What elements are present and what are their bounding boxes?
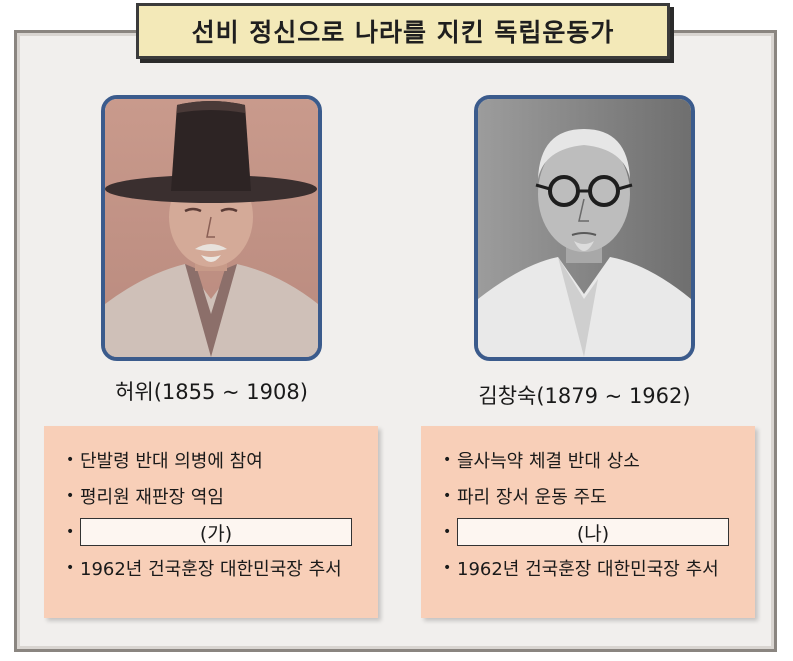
item-text: 평리원 재판장 역임 (80, 487, 224, 508)
portrait-heo-wi-image (105, 99, 318, 357)
list-item: • 단발령 반대 의병에 참여 (66, 442, 378, 478)
bullet: • (66, 488, 75, 504)
portrait-kim-chang-suk-image (478, 99, 691, 357)
portrait-heo-wi (101, 95, 322, 361)
list-item: • 1962년 건국훈장 대한민국장 추서 (66, 550, 378, 586)
bullet: • (443, 560, 452, 576)
blank-box-ga: (가) (80, 518, 352, 546)
item-text: 1962년 건국훈장 대한민국장 추서 (457, 559, 719, 580)
page-title: 선비 정신으로 나라를 지킨 독립운동가 (136, 3, 670, 59)
item-text: 을사늑약 체결 반대 상소 (457, 451, 640, 472)
list-item: • 1962년 건국훈장 대한민국장 추서 (443, 550, 755, 586)
list-item: • (나) (443, 514, 755, 550)
portrait-kim-chang-suk (474, 95, 695, 361)
bullet: • (443, 524, 452, 540)
item-text: 단발령 반대 의병에 참여 (80, 451, 263, 472)
bullet: • (443, 452, 452, 468)
info-card-kim-chang-suk: • 을사늑약 체결 반대 상소 • 파리 장서 운동 주도 • (나) • 19… (421, 426, 755, 618)
item-text: 1962년 건국훈장 대한민국장 추서 (80, 559, 342, 580)
caption-heo-wi: 허위(1855 ~ 1908) (115, 380, 308, 404)
bullet: • (66, 452, 75, 468)
list-item: • 파리 장서 운동 주도 (443, 478, 755, 514)
info-card-heo-wi: • 단발령 반대 의병에 참여 • 평리원 재판장 역임 • (가) • 196… (44, 426, 378, 618)
item-text: 파리 장서 운동 주도 (457, 487, 607, 508)
bullet: • (443, 488, 452, 504)
list-item: • 을사늑약 체결 반대 상소 (443, 442, 755, 478)
list-item: • (가) (66, 514, 378, 550)
blank-box-na: (나) (457, 518, 729, 546)
caption-kim-chang-suk: 김창숙(1879 ~ 1962) (478, 384, 691, 408)
bullet: • (66, 560, 75, 576)
bullet: • (66, 524, 75, 540)
list-item: • 평리원 재판장 역임 (66, 478, 378, 514)
